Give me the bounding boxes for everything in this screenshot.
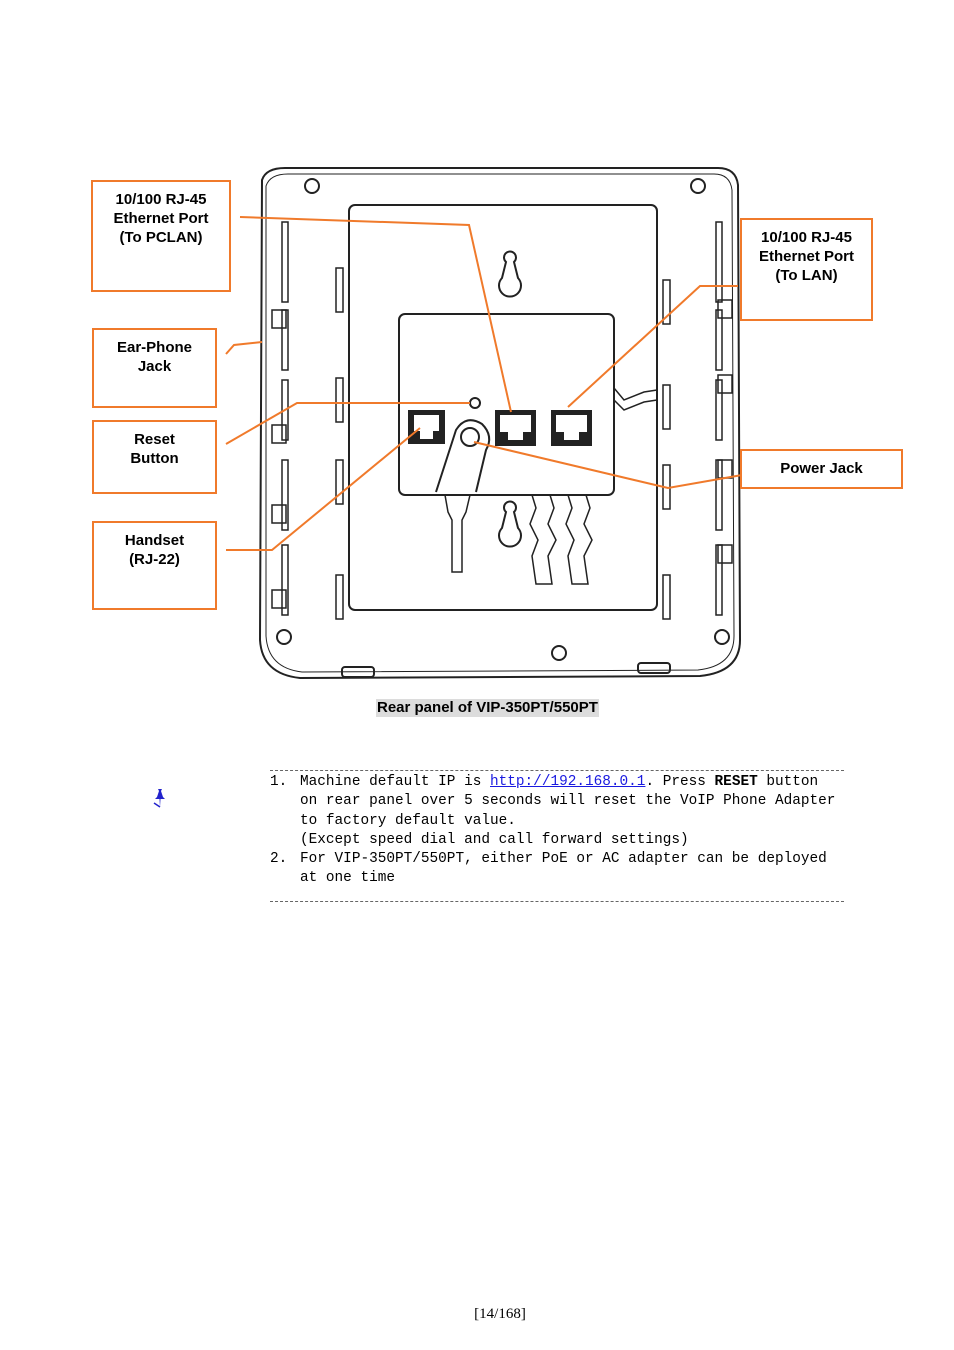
leader-handset (226, 427, 421, 551)
leader-pclan (239, 216, 512, 413)
screw-hole (276, 629, 292, 645)
default-ip-link[interactable]: http://192.168.0.1 (490, 774, 646, 790)
page-number: [14/168] (474, 1306, 526, 1322)
note-number: 2. (270, 851, 288, 868)
callout-reset-button: Reset Button (92, 420, 217, 494)
phone-rear-panel-drawing (258, 167, 742, 680)
handset-jack (408, 410, 445, 444)
diagram-caption: Rear panel of VIP-350PT/550PT (376, 699, 599, 717)
reset-pinhole (469, 397, 481, 409)
callout-earphone-jack: Ear-Phone Jack (92, 328, 217, 408)
pushpin-icon (153, 789, 165, 808)
connector-area (398, 313, 615, 496)
screw-hole (551, 645, 567, 661)
note-text: . Press (645, 774, 715, 790)
callout-lan-port: 10/100 RJ-45 Ethernet Port (To LAN) (740, 218, 873, 321)
pclan-jack (495, 410, 536, 446)
note-text: Machine default IP is (300, 774, 490, 790)
rear-panel-diagram (225, 167, 743, 680)
note-text: For VIP-350PT/550PT, either PoE or AC ad… (300, 851, 827, 868)
stand-panel (348, 204, 658, 611)
note-list: 1. Machine default IP is http://192.168.… (270, 773, 850, 889)
note-item: 2. For VIP-350PT/550PT, either PoE or AC… (270, 850, 850, 869)
hook-arm (435, 419, 491, 493)
device-body-outline (258, 167, 742, 680)
note-item: 1. Machine default IP is http://192.168.… (270, 773, 850, 792)
note-bottom-rule (270, 901, 844, 902)
screw-hole (304, 178, 320, 194)
leader-power (473, 441, 743, 490)
screw-hole (690, 178, 706, 194)
note-text: button (757, 774, 819, 790)
callout-pclan-port: 10/100 RJ-45 Ethernet Port (To PCLAN) (91, 180, 231, 292)
leader-lines (225, 216, 743, 551)
callout-handset-jack: Handset (RJ-22) (92, 521, 217, 610)
note-line: to factory default value. (300, 812, 516, 829)
note-top-rule (270, 770, 844, 771)
note-line: on rear panel over 5 seconds will reset … (300, 793, 836, 810)
note-line: at one time (300, 870, 395, 887)
keyhole-top (498, 250, 522, 298)
screw-hole (714, 629, 730, 645)
note-number: 1. (270, 774, 288, 790)
lan-jack (551, 410, 592, 446)
reset-keyword: RESET (714, 774, 758, 790)
note-line: (Except speed dial and call forward sett… (300, 831, 689, 848)
leader-earphone (225, 341, 263, 355)
keyhole-bottom (498, 500, 522, 548)
leader-reset (225, 402, 470, 445)
callout-power-jack: Power Jack (740, 449, 903, 489)
leader-lan (567, 285, 738, 408)
